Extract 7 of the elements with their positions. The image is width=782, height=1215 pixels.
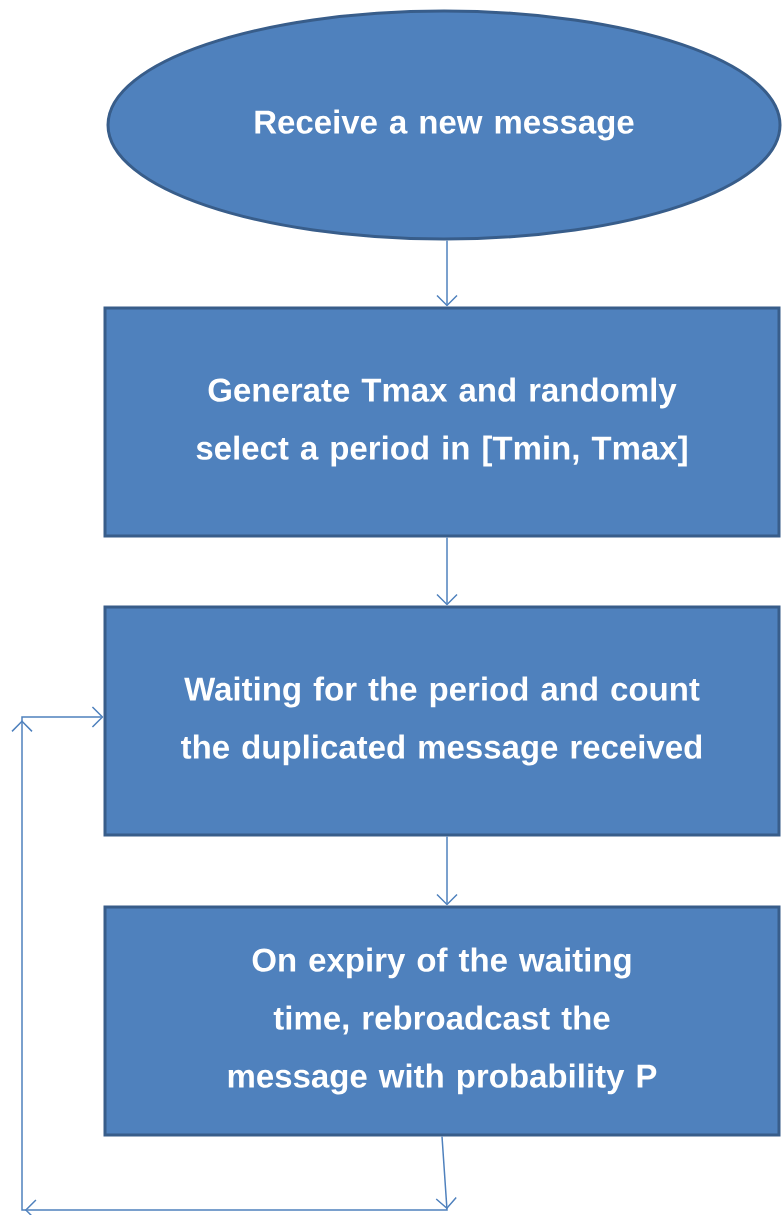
arrow: [436, 239, 458, 307]
process-box: Waiting for the period and count the duplicated message received: [103, 605, 781, 837]
loop-arrow: [11, 706, 457, 1215]
process-box: Generate Tmax and randomly select a period in [Tmin, Tmax]: [103, 306, 781, 538]
arrow: [436, 835, 458, 906]
arrow: [436, 536, 458, 606]
process-box: On expiry of the waiting time, rebroadcast the message with probability P: [103, 905, 781, 1137]
